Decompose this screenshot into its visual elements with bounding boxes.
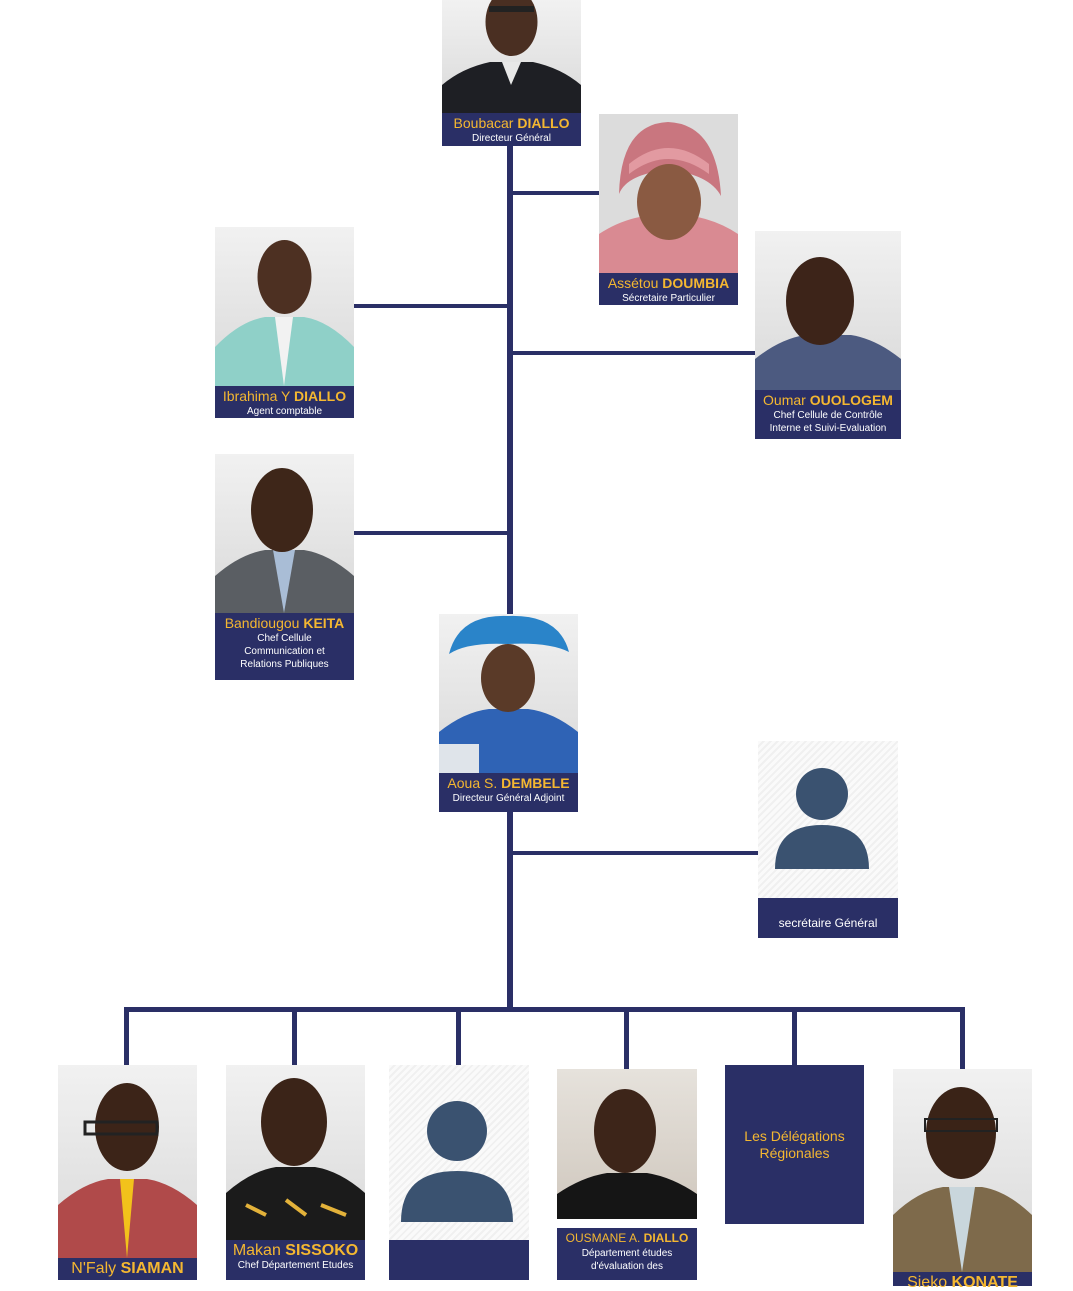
role-agent-comptable: Agent comptable: [246, 406, 323, 417]
photo-cellule-communication: [215, 454, 354, 613]
card-department-3: [389, 1065, 529, 1280]
nameplate-secretaire-general: secrétaire Général: [758, 898, 898, 938]
box-delegations-regionales: Les Délégations Régionales: [725, 1065, 864, 1224]
card-agent-comptable: Ibrahima Y DIALLO Agent comptable: [215, 227, 354, 418]
nameplate-agent-comptable: Ibrahima Y DIALLO Agent comptable: [215, 386, 354, 418]
connector-cellule-communication: [353, 531, 510, 535]
role-secretaire-general: secrétaire Général: [778, 916, 878, 930]
photo-department-4: [557, 1069, 697, 1219]
card-cellule-communication: Bandiougou KEITA Chef Cellule Communicat…: [215, 454, 354, 680]
connector-agent-comptable: [353, 304, 510, 308]
drop-line-6: [960, 1007, 965, 1069]
main-vertical-line: [507, 145, 513, 1010]
photo-department-2: [226, 1065, 365, 1240]
photo-secretaire-general: [758, 741, 898, 898]
nameplate-directeur-general-adjoint: Aoua S. DEMBELE Directeur Général Adjoin…: [439, 773, 578, 812]
nameplate-cellule-communication: Bandiougou KEITA Chef Cellule Communicat…: [215, 613, 354, 680]
nameplate-department-1: N'Faly SIAMAN: [58, 1258, 197, 1280]
role-cellule-communication: Chef Cellule Communication et Relations …: [240, 633, 329, 670]
role-cellule-controle: Chef Cellule de Contrôle Interne et Suiv…: [769, 410, 887, 434]
card-department-4: OUSMANE A. DIALLO Département études d'é…: [557, 1069, 697, 1280]
name-cellule-controle: Oumar OUOLOGEM: [763, 392, 893, 408]
drop-line-1: [124, 1007, 129, 1065]
role-department-4: Département études d'évaluation des: [581, 1248, 673, 1272]
nameplate-department-3: [389, 1240, 529, 1280]
name-agent-comptable: Ibrahima Y DIALLO: [222, 388, 347, 404]
name-department-6: Sieko KONATE: [907, 1274, 1018, 1291]
name-secretaire-particulier: Assétou DOUMBIA: [607, 275, 730, 291]
connector-secretaire-particulier: [510, 191, 599, 195]
photo-agent-comptable: [215, 227, 354, 386]
drop-line-5: [792, 1007, 797, 1065]
drop-line-3: [456, 1007, 461, 1065]
nameplate-cellule-controle: Oumar OUOLOGEM Chef Cellule de Contrôle …: [755, 390, 901, 439]
card-cellule-controle: Oumar OUOLOGEM Chef Cellule de Contrôle …: [755, 231, 901, 439]
card-secretaire-particulier: Assétou DOUMBIA Sécretaire Particulier: [599, 114, 738, 305]
drop-line-2: [292, 1007, 297, 1065]
name-department-4: OUSMANE A. DIALLO: [565, 1231, 689, 1245]
card-department-1: N'Faly SIAMAN: [58, 1065, 197, 1280]
role-directeur-general: Directeur Général: [472, 133, 551, 144]
nameplate-secretaire-particulier: Assétou DOUMBIA Sécretaire Particulier: [599, 273, 738, 305]
name-directeur-general: Boubacar DIALLO: [453, 115, 570, 131]
horizontal-departments-line: [124, 1007, 965, 1012]
card-department-6: Sieko KONATE: [893, 1069, 1032, 1291]
role-secretaire-particulier: Sécretaire Particulier: [622, 293, 715, 304]
nameplate-directeur-general: Boubacar DIALLO Directeur Général: [442, 113, 581, 146]
photo-directeur-general-adjoint: [439, 614, 578, 773]
name-department-1: N'Faly SIAMAN: [71, 1260, 184, 1277]
user-placeholder-icon: [775, 768, 869, 869]
role-department-2: Chef Département Etudes: [237, 1260, 354, 1271]
card-directeur-general: Boubacar DIALLO Directeur Général: [442, 0, 581, 146]
photo-directeur-general: [442, 0, 581, 113]
drop-line-4: [624, 1007, 629, 1069]
nameplate-department-6: Sieko KONATE: [893, 1272, 1032, 1291]
photo-department-6: [893, 1069, 1032, 1272]
name-department-2: Makan SISSOKO: [232, 1242, 359, 1259]
connector-secretaire-general: [510, 851, 758, 855]
user-placeholder-icon: [401, 1101, 513, 1222]
name-cellule-communication: Bandiougou KEITA: [224, 615, 345, 631]
connector-cellule-controle: [510, 351, 755, 355]
nameplate-department-4: OUSMANE A. DIALLO Département études d'é…: [557, 1228, 697, 1280]
photo-department-1: [58, 1065, 197, 1258]
photo-secretaire-particulier: [599, 114, 738, 273]
photo-department-3: [389, 1065, 529, 1240]
nameplate-department-2: Makan SISSOKO Chef Département Etudes: [226, 1240, 365, 1280]
name-directeur-general-adjoint: Aoua S. DEMBELE: [447, 775, 570, 791]
photo-cellule-controle: [755, 231, 901, 390]
role-directeur-general-adjoint: Directeur Général Adjoint: [452, 793, 565, 804]
card-directeur-general-adjoint: Aoua S. DEMBELE Directeur Général Adjoin…: [439, 614, 578, 812]
card-department-2: Makan SISSOKO Chef Département Etudes: [226, 1065, 365, 1280]
card-secretaire-general: secrétaire Général: [758, 741, 898, 938]
